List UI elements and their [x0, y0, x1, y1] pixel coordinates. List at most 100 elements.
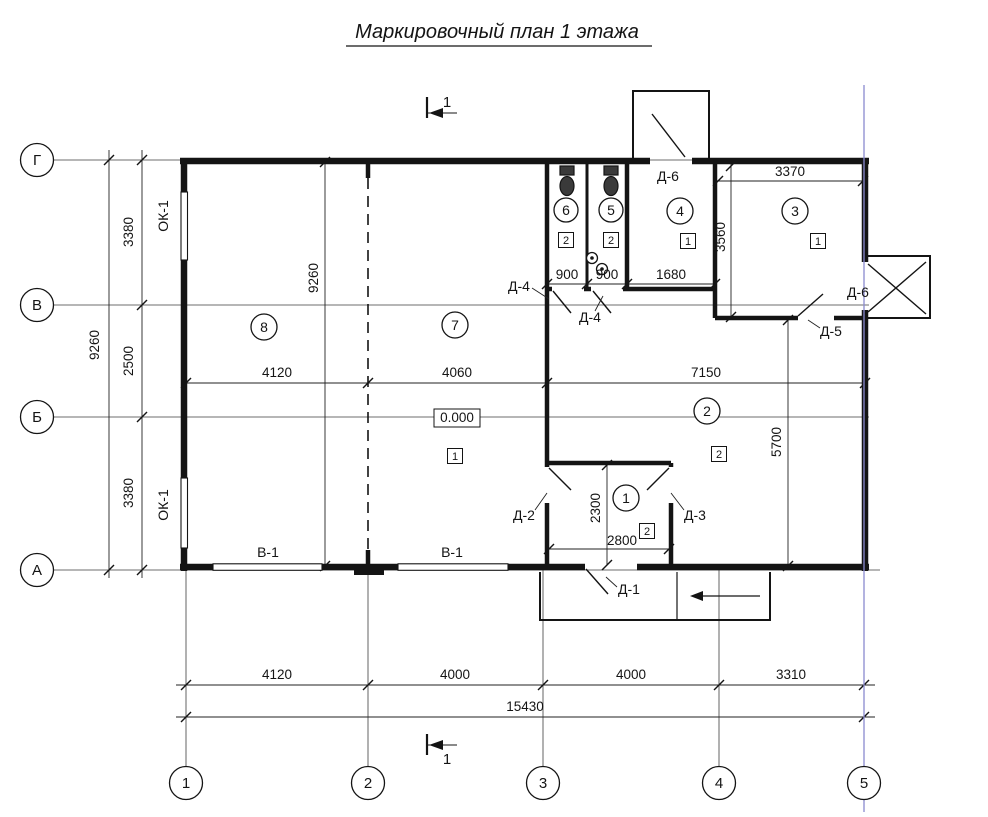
axis-label: Г [33, 152, 41, 169]
toilet-icon [559, 165, 575, 197]
room-5: 5 [598, 197, 624, 223]
floor-marker-room1: 2 [639, 523, 655, 539]
dim-bottom-chain-1: 4000 [440, 667, 470, 682]
window-label-v1: В-1 [257, 544, 279, 560]
dim-vestibule-width: 2800 [607, 533, 637, 548]
room-6: 6 [553, 197, 579, 223]
axis-bubble-a: А [19, 552, 55, 588]
window-label-v1: В-1 [441, 544, 463, 560]
floor-markers: 2 2 1 1 1 2 2 [447, 232, 826, 539]
dimension-texts: 9260 3380 2500 3380 9260 4120 4060 7150 … [87, 164, 806, 714]
room-3: 3 [781, 197, 809, 225]
dim-room3-width: 3370 [775, 164, 805, 179]
dim-wc-2: 1680 [656, 267, 686, 282]
door-leaf-d4 [552, 290, 572, 314]
sink-icon [595, 262, 609, 276]
door-leaf-d5 [797, 293, 824, 317]
floor-marker-value: 2 [563, 235, 569, 247]
leader [594, 295, 604, 312]
floor-marker-value: 2 [608, 235, 614, 247]
section-arrow-icon [429, 108, 443, 118]
floor-marker-value: 1 [452, 451, 458, 463]
dim-inner-vertical: 9260 [306, 263, 321, 293]
fixtures [559, 165, 619, 276]
room-number: 8 [260, 319, 268, 335]
door-label-d5: Д-5 [820, 323, 842, 339]
room-8: 8 [250, 313, 278, 341]
walls [180, 157, 869, 575]
axis-bubble-1: 1 [168, 765, 204, 801]
axis-label: 3 [539, 775, 547, 792]
windows [180, 191, 509, 571]
axis-bubbles-rows: Г В Б А [19, 142, 55, 588]
drawing-title: Маркировочный план 1 этажа [346, 21, 652, 47]
floor-marker-room3: 1 [810, 233, 826, 249]
floor-marker-room6: 2 [558, 232, 574, 248]
door-label-d1: Д-1 [618, 581, 640, 597]
room-1: 1 [612, 484, 640, 512]
doors [548, 113, 927, 595]
porch-top [632, 90, 710, 158]
dim-left-chain-0: 3380 [121, 217, 136, 247]
axis-label: 1 [182, 775, 190, 792]
element-labels: Д-6 Д-4 Д-4 Д-6 Д-5 Д-2 Д-3 Д-1 ОК-1 ОК-… [155, 168, 869, 597]
door-leaf-d6-top [651, 113, 686, 158]
door-label-d6: Д-6 [657, 168, 679, 184]
axis-label: А [32, 562, 42, 579]
leader [605, 576, 618, 588]
axis-label: В [32, 297, 42, 314]
dim-bottom-chain-3: 3310 [776, 667, 806, 682]
window-label-ok1: ОК-1 [155, 200, 171, 232]
leader [670, 492, 685, 511]
floor-marker-value: 2 [716, 449, 722, 461]
floor-marker-room7: 1 [447, 448, 463, 464]
door-label-d2: Д-2 [513, 507, 535, 523]
room-2: 2 [693, 397, 721, 425]
axis-label: 5 [860, 775, 868, 792]
floor-marker-value: 2 [644, 526, 650, 538]
leader [531, 287, 550, 300]
level-mark-value: 0.000 [440, 410, 474, 425]
door-leaf-d3 [646, 467, 670, 491]
section-mark-label: 1 [443, 751, 451, 768]
door-label-d4: Д-4 [508, 278, 530, 294]
window-label-ok1: ОК-1 [155, 489, 171, 521]
room-4: 4 [666, 197, 694, 225]
axis-bubble-4: 4 [701, 765, 737, 801]
leader [534, 492, 548, 511]
dim-inner-chain-1: 4060 [442, 365, 472, 380]
dim-ticks [103, 154, 871, 723]
window-ok1-top [180, 191, 189, 261]
door-leaf-d6-right [867, 261, 927, 313]
axis-bubble-3: 3 [525, 765, 561, 801]
dim-inner-chain-2: 7150 [691, 365, 721, 380]
wall-pier [354, 566, 384, 575]
room-number: 3 [791, 203, 799, 219]
axis-label: 4 [715, 775, 723, 792]
dim-left-chain-1: 2500 [121, 346, 136, 376]
room-7: 7 [441, 311, 469, 339]
dimension-lines [103, 150, 875, 723]
floor-marker-room2: 2 [711, 446, 727, 462]
room-number: 6 [562, 202, 570, 218]
dim-room3-depth: 3560 [713, 222, 728, 252]
door-leaf-d2 [548, 467, 572, 491]
door-label-d6: Д-6 [847, 284, 869, 300]
porch-right [867, 255, 931, 319]
section-mark-top: 1 [425, 94, 457, 118]
axis-bubble-v: В [19, 287, 55, 323]
dim-wc-1: 900 [596, 267, 619, 282]
room-number: 4 [676, 203, 684, 219]
sink-icon [585, 251, 599, 265]
dim-left-chain-2: 3380 [121, 478, 136, 508]
floor-marker-room5: 2 [603, 232, 619, 248]
dim-bottom-total: 15430 [506, 699, 544, 714]
dim-left-total: 9260 [87, 330, 102, 360]
floor-marker-value: 1 [815, 236, 821, 248]
axis-label: Б [32, 409, 42, 426]
dim-vestibule-depth: 2300 [588, 493, 603, 523]
leader [807, 319, 821, 329]
room-number: 7 [451, 317, 459, 333]
room-number: 5 [607, 202, 615, 218]
